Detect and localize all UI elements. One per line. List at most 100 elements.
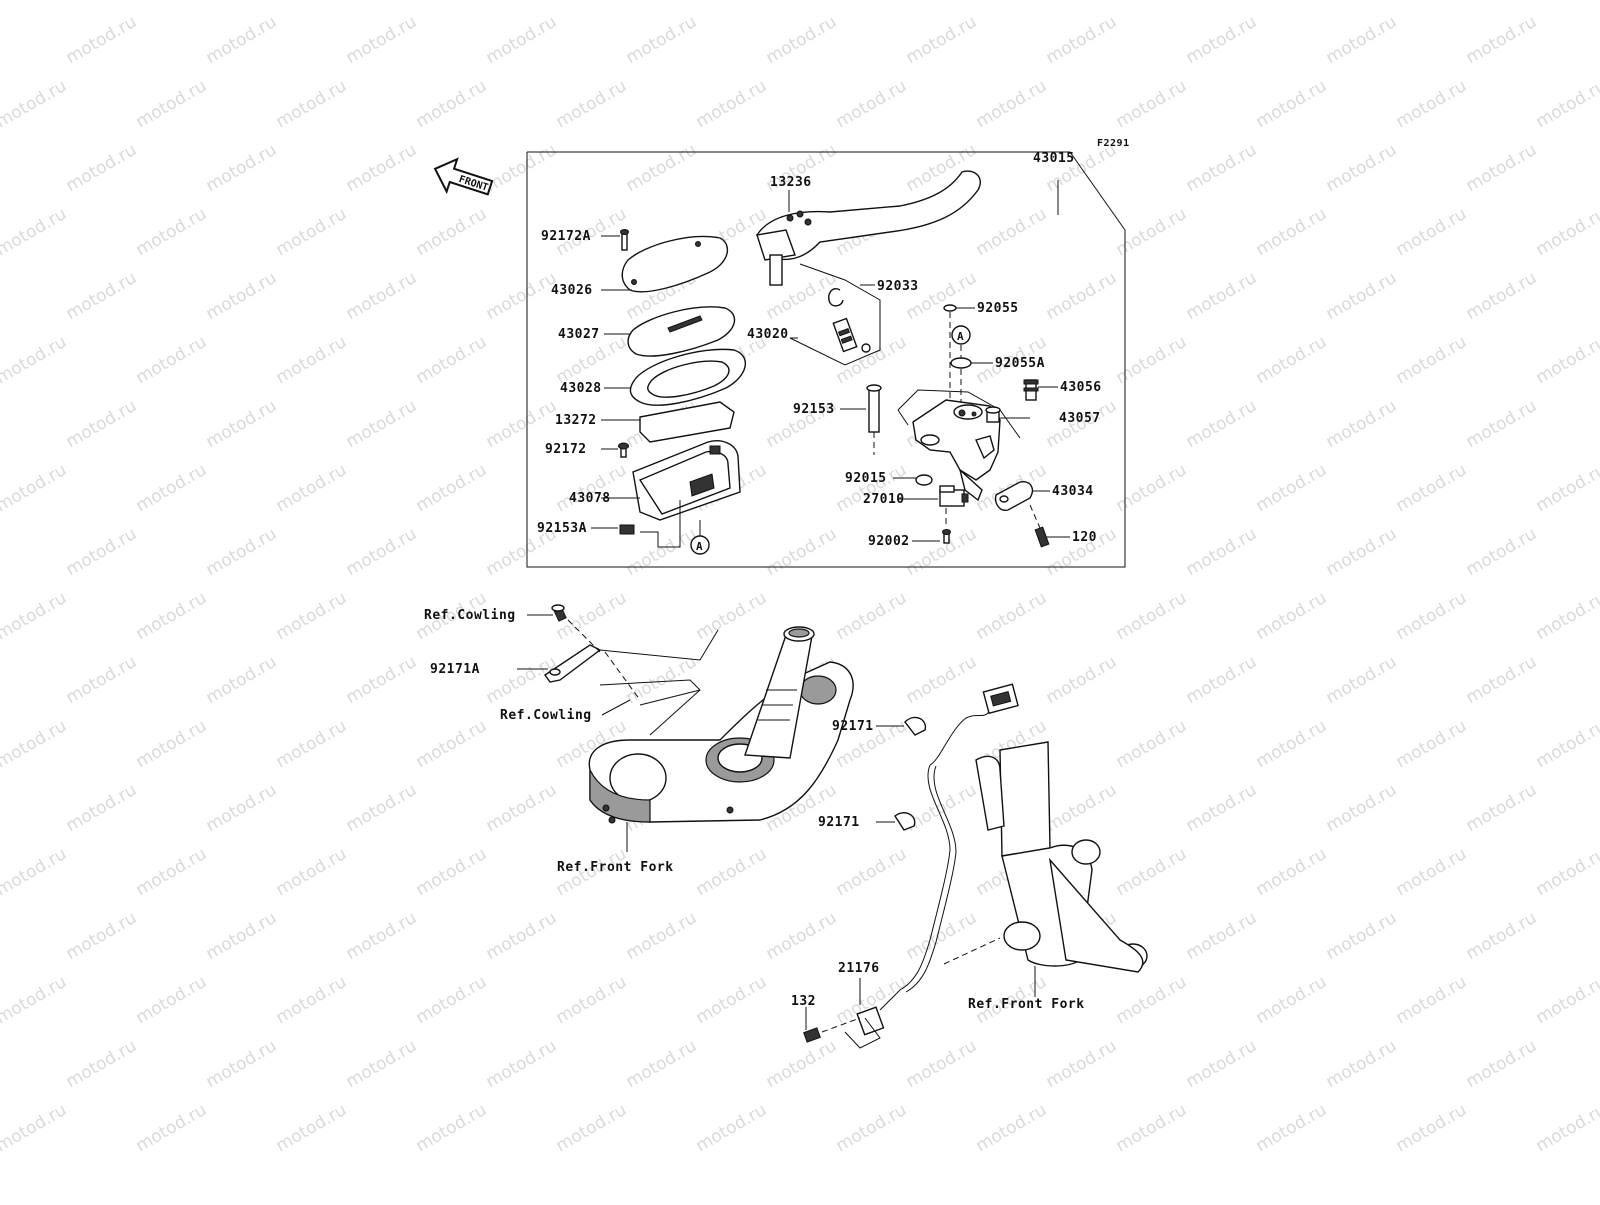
watermark-text: motod.ru bbox=[1183, 1036, 1261, 1092]
watermark-text: motod.ru bbox=[1533, 0, 1600, 4]
watermark-text: motod.ru bbox=[763, 1036, 841, 1092]
watermark-text: motod.ru bbox=[203, 396, 281, 452]
clamp-92171-lower bbox=[895, 813, 915, 830]
watermark-text: motod.ru bbox=[1393, 332, 1471, 388]
watermark-text: motod.ru bbox=[0, 716, 70, 772]
watermark-text: motod.ru bbox=[483, 1036, 561, 1092]
watermark-text: motod.ru bbox=[1113, 460, 1191, 516]
watermark-text: motod.ru bbox=[1323, 652, 1401, 708]
label-120: 120 bbox=[1072, 530, 1097, 545]
watermark-text: motod.ru bbox=[343, 524, 421, 580]
watermark-text: motod.ru bbox=[1183, 524, 1261, 580]
watermark-text: motod.ru bbox=[273, 972, 351, 1028]
watermark-text: motod.ru bbox=[63, 780, 141, 836]
watermark-text: motod.ru bbox=[1533, 460, 1600, 516]
watermark-text: motod.ru bbox=[623, 1036, 701, 1092]
watermark-text: motod.ru bbox=[63, 652, 141, 708]
watermark-text: motod.ru bbox=[0, 332, 70, 388]
watermark-text: motod.ru bbox=[973, 76, 1051, 132]
watermark-text: motod.ru bbox=[553, 1100, 631, 1156]
watermark-text: motod.ru bbox=[203, 780, 281, 836]
watermark-text: motod.ru bbox=[1533, 1100, 1600, 1156]
watermark-text: motod.ru bbox=[833, 1100, 911, 1156]
watermark-text: motod.ru bbox=[693, 1100, 771, 1156]
label-43057: 43057 bbox=[1059, 411, 1101, 426]
watermark-text: motod.ru bbox=[133, 716, 211, 772]
watermark-text: motod.ru bbox=[1253, 332, 1331, 388]
piston-kit bbox=[833, 319, 870, 352]
watermark-text: motod.ru bbox=[1183, 268, 1261, 324]
watermark-text: motod.ru bbox=[1533, 204, 1600, 260]
watermark-text: motod.ru bbox=[63, 396, 141, 452]
reservoir-body bbox=[633, 441, 740, 520]
watermark-text: motod.ru bbox=[0, 1100, 70, 1156]
watermark-text: motod.ru bbox=[343, 908, 421, 964]
watermark-text: motod.ru bbox=[343, 268, 421, 324]
watermark-text: motod.ru bbox=[1393, 972, 1471, 1028]
watermark-text: motod.ru bbox=[273, 0, 351, 4]
watermark-text: motod.ru bbox=[1323, 140, 1401, 196]
watermark-text: motod.ru bbox=[483, 780, 561, 836]
watermark-text: motod.ru bbox=[273, 204, 351, 260]
watermark-text: motod.ru bbox=[693, 0, 771, 4]
watermark-text: motod.ru bbox=[1113, 1100, 1191, 1156]
watermark-text: motod.ru bbox=[553, 972, 631, 1028]
label-92153A: 92153A bbox=[537, 521, 587, 536]
watermark-text: motod.ru bbox=[1393, 1100, 1471, 1156]
label-43020: 43020 bbox=[747, 327, 789, 342]
watermark-text: motod.ru bbox=[903, 780, 981, 836]
label-43078: 43078 bbox=[569, 491, 611, 506]
watermark-text: motod.ru bbox=[133, 332, 211, 388]
watermark-text: motod.ru bbox=[273, 588, 351, 644]
watermark-text: motod.ru bbox=[1393, 844, 1471, 900]
watermark-text: motod.ru bbox=[1533, 76, 1600, 132]
label-ref-cowling-1: Ref.Cowling bbox=[424, 608, 516, 623]
watermark-text: motod.ru bbox=[63, 12, 141, 68]
watermark-text: motod.ru bbox=[903, 524, 981, 580]
watermark-text: motod.ru bbox=[1393, 716, 1471, 772]
bleeder-43056 bbox=[1024, 380, 1038, 400]
front-arrow: FRONT bbox=[430, 154, 496, 204]
watermark-text: motod.ru bbox=[1323, 908, 1401, 964]
watermark-text: motod.ru bbox=[483, 268, 561, 324]
fork-leg bbox=[976, 742, 1147, 972]
watermark-text: motod.ru bbox=[623, 140, 701, 196]
watermark-text: motod.ru bbox=[413, 844, 491, 900]
label-43028: 43028 bbox=[560, 381, 602, 396]
watermark-text: motod.ru bbox=[1323, 268, 1401, 324]
watermark-text: motod.ru bbox=[1113, 972, 1191, 1028]
watermark-text: motod.ru bbox=[1043, 652, 1121, 708]
watermark-text: motod.ru bbox=[413, 204, 491, 260]
watermark-text: motod.ru bbox=[903, 268, 981, 324]
watermark-text: motod.ru bbox=[1183, 908, 1261, 964]
watermark-text: motod.ru bbox=[1463, 908, 1541, 964]
label-27010: 27010 bbox=[863, 492, 905, 507]
watermark-text: motod.ru bbox=[1463, 524, 1541, 580]
watermark-text: motod.ru bbox=[203, 908, 281, 964]
watermark-text: motod.ru bbox=[273, 76, 351, 132]
watermark-text: motod.ru bbox=[133, 588, 211, 644]
watermark-text: motod.ru bbox=[553, 460, 631, 516]
watermark-text: motod.ru bbox=[133, 844, 211, 900]
watermark-text: motod.ru bbox=[133, 76, 211, 132]
watermark-text: motod.ru bbox=[1463, 268, 1541, 324]
watermark-text: motod.ru bbox=[0, 76, 70, 132]
screw-92002 bbox=[943, 530, 951, 544]
watermark-text: motod.ru bbox=[1463, 12, 1541, 68]
watermark-text: motod.ru bbox=[1253, 844, 1331, 900]
watermark-text: motod.ru bbox=[1323, 524, 1401, 580]
watermark-text: motod.ru bbox=[903, 908, 981, 964]
watermark-text: motod.ru bbox=[1533, 972, 1600, 1028]
watermark-text: motod.ru bbox=[1533, 844, 1600, 900]
label-43056: 43056 bbox=[1060, 380, 1102, 395]
watermark-text: motod.ru bbox=[1463, 1036, 1541, 1092]
watermark-text: motod.ru bbox=[203, 12, 281, 68]
watermark-text: motod.ru bbox=[0, 204, 70, 260]
watermark-text: motod.ru bbox=[0, 588, 70, 644]
watermark-text: motod.ru bbox=[763, 908, 841, 964]
watermark-text: motod.ru bbox=[623, 908, 701, 964]
watermark-text: motod.ru bbox=[413, 716, 491, 772]
watermark-text: motod.ru bbox=[203, 1036, 281, 1092]
label-92171-lower: 92171 bbox=[818, 815, 860, 830]
watermark-text: motod.ru bbox=[133, 460, 211, 516]
